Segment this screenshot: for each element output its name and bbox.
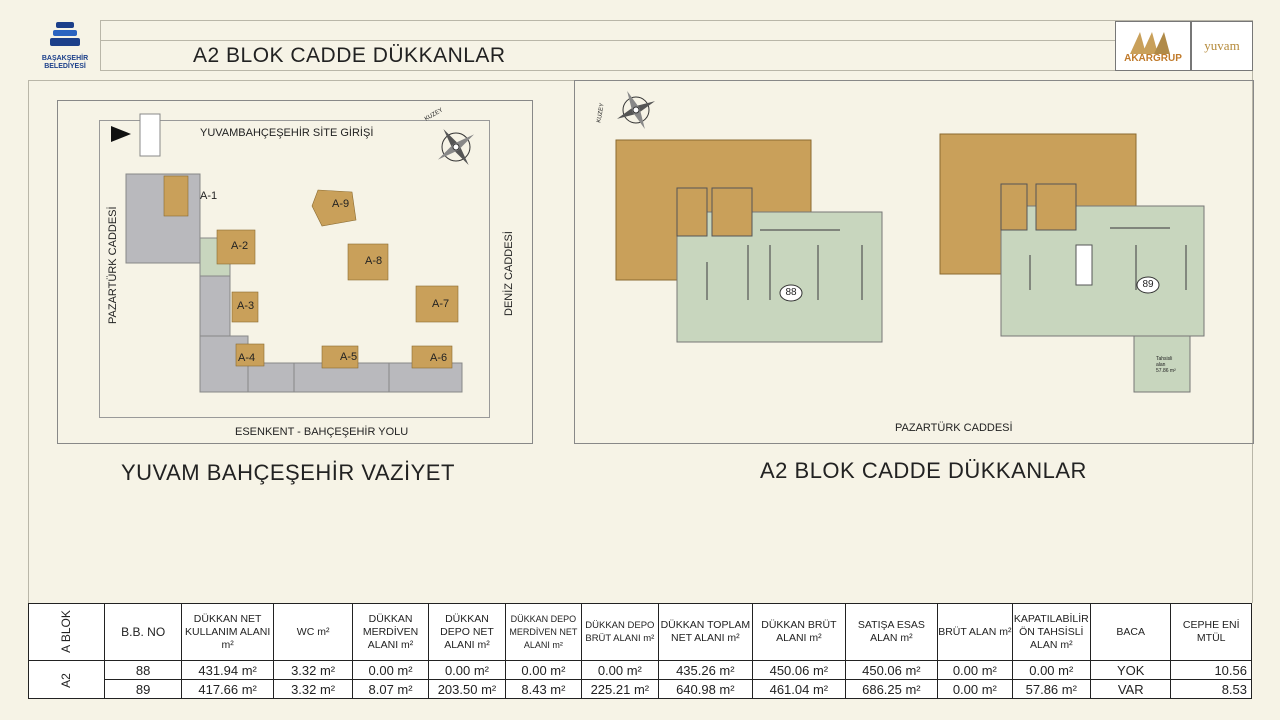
allocated-area-label: Tahsisli alan 57.86 m² xyxy=(1156,356,1176,374)
table-cell: 461.04 m² xyxy=(752,679,846,699)
block-label: A-5 xyxy=(340,351,358,363)
table-cell: 8.53 xyxy=(1170,679,1252,699)
block-label: A-8 xyxy=(365,255,383,267)
column-header: DÜKKAN DEPO MERDİVEN NET ALANI m² xyxy=(504,603,583,661)
table-cell: 88 xyxy=(104,660,182,680)
table-cell: 57.86 m² xyxy=(1011,679,1092,699)
block-label: A-1 xyxy=(200,190,218,202)
site-entrance-label: YUVAMBAHÇEŞEHİR SİTE GİRİŞİ xyxy=(200,127,374,139)
column-header: BACA xyxy=(1089,603,1172,661)
entrance-arrow-icon xyxy=(111,126,131,142)
column-header: DÜKKAN NET KULLANIM ALANI m² xyxy=(180,603,275,661)
table-cell: 225.21 m² xyxy=(581,679,659,699)
table-cell: 0.00 m² xyxy=(937,679,1013,699)
municipality-logo: BAŞAKŞEHİR BELEDİYESİ xyxy=(30,20,100,71)
municipality-emblem-icon xyxy=(50,22,80,46)
site-boundary xyxy=(99,120,490,418)
municipality-name: BAŞAKŞEHİR BELEDİYESİ xyxy=(41,55,89,70)
floor-plan-caption: A2 BLOK CADDE DÜKKANLAR xyxy=(760,458,1087,483)
table-cell: 431.94 m² xyxy=(180,660,275,680)
table-cell: 0.00 m² xyxy=(351,660,430,680)
block-label-cell: A2 xyxy=(27,660,106,699)
table-row: 89 417.66 m² 3.32 m² 8.07 m² 203.50 m² 8… xyxy=(29,679,1252,699)
column-header: BRÜT ALAN m² xyxy=(937,603,1013,661)
column-header: CEPHE ENİ MTÜL xyxy=(1170,603,1252,661)
table-cell: 450.06 m² xyxy=(844,660,939,680)
site-plan-panel xyxy=(57,100,533,444)
column-header: DÜKKAN MERDİVEN ALANI m² xyxy=(351,603,430,661)
block-label: A-3 xyxy=(237,300,255,312)
column-header: B.B. NO xyxy=(104,603,182,661)
block-label: A-7 xyxy=(432,298,450,310)
column-header: DÜKKAN BRÜT ALANI m² xyxy=(752,603,846,661)
column-header: WC m² xyxy=(273,603,353,661)
block-label: A-6 xyxy=(430,352,448,364)
akargrup-text: AKARGRUP xyxy=(1124,53,1182,64)
table-cell: 203.50 m² xyxy=(428,679,506,699)
floor-plan-panel xyxy=(574,80,1254,444)
table-cell: 89 xyxy=(104,679,182,699)
table-cell: 435.26 m² xyxy=(657,660,754,680)
table-cell: 0.00 m² xyxy=(581,660,659,680)
page-title: A2 BLOK CADDE DÜKKANLAR xyxy=(193,44,506,67)
table-cell: 10.56 xyxy=(1170,660,1252,680)
compass-icon xyxy=(437,128,475,166)
table-cell: 3.32 m² xyxy=(273,679,353,699)
akargrup-mark-icon xyxy=(1120,32,1186,66)
compass-icon xyxy=(616,90,656,130)
unit-88-label: 88 xyxy=(785,287,797,298)
akargrup-logo: AKARGRUP xyxy=(1115,21,1191,71)
table-cell: 8.07 m² xyxy=(351,679,430,699)
table-cell: 0.00 m² xyxy=(428,660,506,680)
table-cell: 0.00 m² xyxy=(937,660,1013,680)
block-label: A-2 xyxy=(231,240,249,252)
table-cell: 0.00 m² xyxy=(1011,660,1092,680)
table-cell: 450.06 m² xyxy=(752,660,846,680)
table-cell: VAR xyxy=(1089,679,1172,699)
column-header: DÜKKAN DEPO NET ALANI m² xyxy=(428,603,506,661)
yuvam-logo: yuvam xyxy=(1191,21,1253,71)
column-header: DÜKKAN DEPO BRÜT ALANI m² xyxy=(581,603,659,661)
table-cell: 8.43 m² xyxy=(504,679,583,699)
block-header-cell: A BLOK xyxy=(27,603,106,661)
table-cell: 417.66 m² xyxy=(180,679,275,699)
yuvam-text: yuvam xyxy=(1204,38,1240,53)
bottom-road-label: ESENKENT - BAHÇEŞEHİR YOLU xyxy=(235,426,409,438)
column-header: SATIŞA ESAS ALAN m² xyxy=(844,603,939,661)
table-header-row: A BLOK B.B. NO DÜKKAN NET KULLANIM ALANI… xyxy=(27,603,1252,661)
table-cell: 3.32 m² xyxy=(273,660,353,680)
unit-89-label: 89 xyxy=(1142,279,1154,290)
site-plan-caption: YUVAM BAHÇEŞEHİR VAZİYET xyxy=(121,460,455,485)
table-cell: 640.98 m² xyxy=(657,679,754,699)
block-label: A-4 xyxy=(238,352,256,364)
table-cell: 0.00 m² xyxy=(504,660,583,680)
column-header: DÜKKAN TOPLAM NET ALANI m² xyxy=(657,603,754,661)
column-header: KAPATILABİLİR ÖN TAHSİSLİ ALAN m² xyxy=(1011,603,1092,661)
block-label: A-9 xyxy=(332,198,350,210)
area-table: A BLOK B.B. NO DÜKKAN NET KULLANIM ALANI… xyxy=(27,603,1252,699)
table-cell: 686.25 m² xyxy=(844,679,939,699)
floor-street-label: PAZARTÜRK CADDESİ xyxy=(895,422,1013,434)
table-row: A2 88 431.94 m² 3.32 m² 0.00 m² 0.00 m² … xyxy=(27,660,1252,699)
table-cell: YOK xyxy=(1089,660,1172,680)
